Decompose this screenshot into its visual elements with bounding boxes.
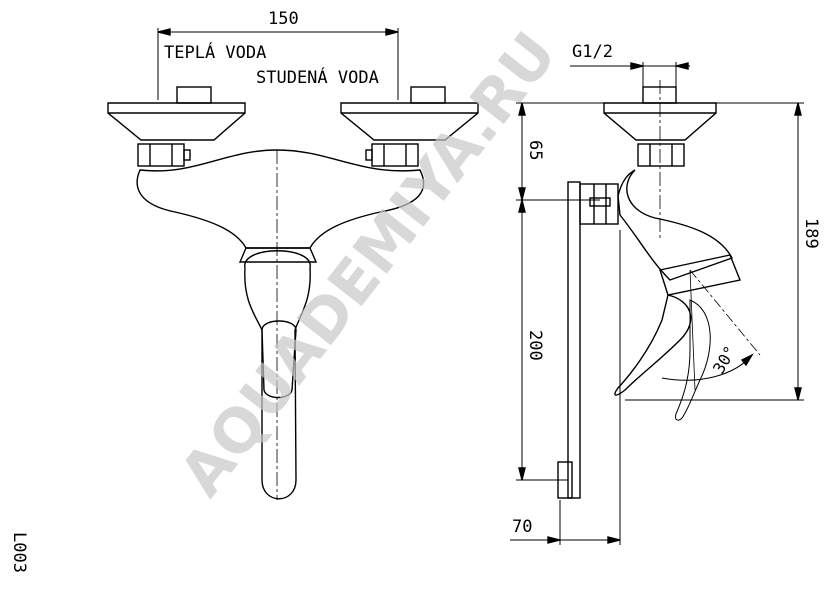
dim-65: 65: [525, 140, 545, 160]
dim-150: 150: [268, 9, 299, 29]
dim-189: 189: [801, 218, 821, 249]
side-view: [510, 62, 804, 545]
drawing-code: L003: [9, 532, 29, 573]
watermark: AQUADEMIYA.RU: [167, 20, 571, 510]
label-hot-water: TEPLÁ VODA: [164, 41, 266, 63]
label-cold-water: STUDENÁ VODA: [256, 66, 379, 88]
dim-200: 200: [525, 330, 545, 361]
dim-angle-30: 30°: [709, 342, 740, 377]
front-view: [107, 28, 479, 500]
dim-thread-g12: G1/2: [572, 42, 613, 62]
dim-70: 70: [512, 517, 532, 537]
